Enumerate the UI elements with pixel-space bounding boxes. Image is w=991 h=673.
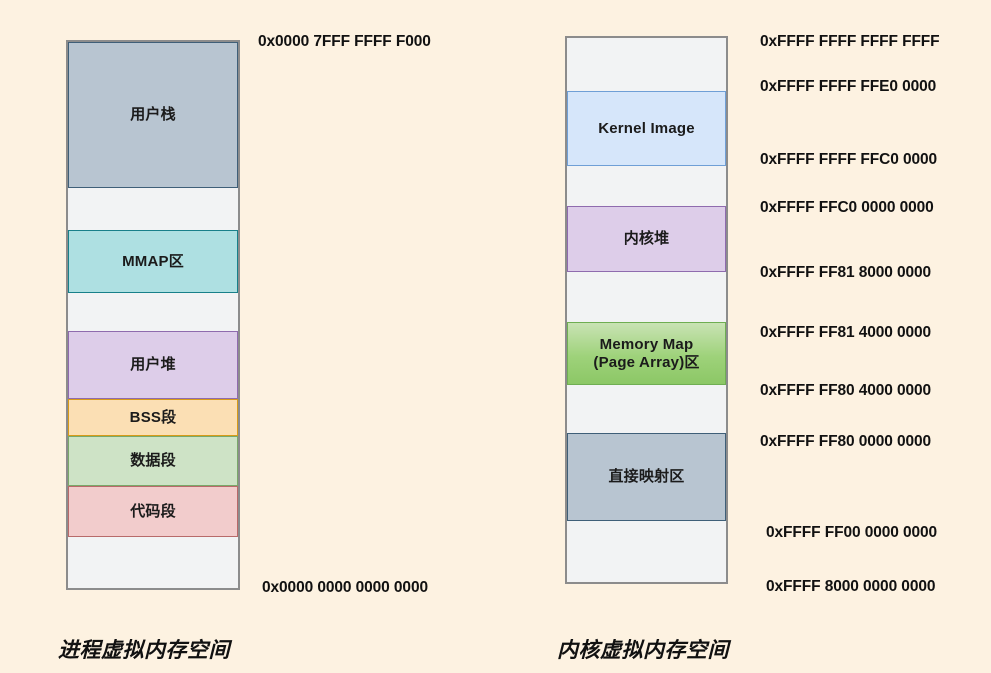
process-space-caption: 进程虚拟内存空间: [58, 639, 230, 662]
region-gap: [567, 385, 726, 433]
kernel-address-label-3: 0xFFFF FFC0 0000 0000: [760, 199, 934, 216]
region-gap: [567, 38, 726, 91]
kernel-address-label-9: 0xFFFF 8000 0000 0000: [766, 578, 936, 595]
region-kernel-heap: 内核堆: [567, 206, 726, 272]
region-gap: [567, 272, 726, 322]
kernel-address-label-8: 0xFFFF FF00 0000 0000: [766, 524, 938, 541]
region-gap: [68, 293, 238, 331]
region-bss-segment: BSS段: [68, 399, 238, 436]
region-user-heap: 用户堆: [68, 331, 238, 399]
kernel-address-label-2: 0xFFFF FFFF FFC0 0000: [760, 151, 938, 168]
region-memory-map: Memory Map (Page Array)区: [567, 322, 726, 385]
kernel-virtual-memory-column: Kernel Image 内核堆 Memory Map (Page Array)区直…: [565, 36, 728, 584]
kernel-address-label-4: 0xFFFF FF81 8000 0000: [760, 264, 932, 281]
process-top-address: 0x0000 7FFF FFFF F000: [258, 33, 431, 50]
region-gap: [567, 521, 726, 582]
region-data-segment: 数据段: [68, 436, 238, 486]
kernel-address-label-1: 0xFFFF FFFF FFE0 0000: [760, 78, 937, 95]
kernel-address-label-0: 0xFFFF FFFF FFFF FFFF: [760, 33, 940, 50]
kernel-address-label-6: 0xFFFF FF80 4000 0000: [760, 382, 932, 399]
process-bottom-address: 0x0000 0000 0000 0000: [262, 579, 428, 596]
region-gap: [68, 537, 238, 588]
region-gap: [567, 166, 726, 206]
region-kernel-image: Kernel Image: [567, 91, 726, 166]
kernel-space-caption: 内核虚拟内存空间: [557, 639, 729, 662]
kernel-address-label-5: 0xFFFF FF81 4000 0000: [760, 324, 932, 341]
region-direct-mapping: 直接映射区: [567, 433, 726, 521]
region-mmap: MMAP区: [68, 230, 238, 293]
region-user-stack: 用户栈: [68, 42, 238, 188]
kernel-address-label-7: 0xFFFF FF80 0000 0000: [760, 433, 932, 450]
region-text-segment: 代码段: [68, 486, 238, 537]
region-gap: [68, 188, 238, 230]
